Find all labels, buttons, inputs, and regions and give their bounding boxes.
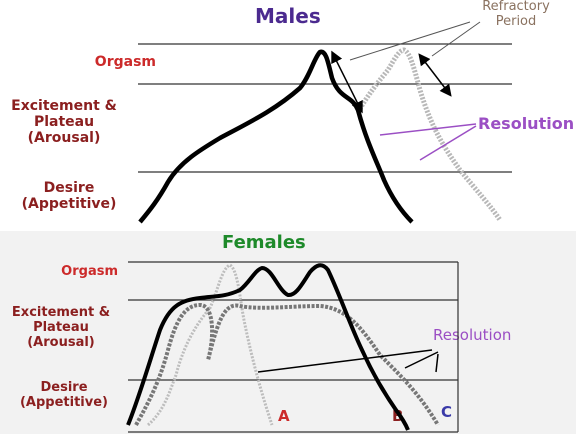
refractory-arrows — [331, 21, 481, 114]
males-desire-label: Desire (Appetitive) — [21, 180, 117, 213]
males-resolution-leaders — [379, 123, 477, 161]
males-orgasm-label: Orgasm — [94, 54, 156, 70]
females-orgasm-label: Orgasm — [61, 264, 118, 279]
curve-a-label: A — [278, 407, 290, 425]
refractory-period-label: Refractory Period — [482, 0, 550, 29]
female-curve-c — [134, 302, 440, 427]
males-excitement-plateau-label: Excitement & Plateau (Arousal) — [11, 98, 117, 147]
curve-b-label: B — [392, 407, 404, 425]
female-curve-b — [126, 263, 410, 431]
females-excitement-plateau-label: Excitement & Plateau (Arousal) — [11, 305, 111, 350]
males-resolution-label: Resolution — [478, 114, 575, 133]
females-desire-label: Desire (Appetitive) — [19, 380, 108, 410]
females-title: Females — [222, 232, 306, 253]
females-grid — [128, 261, 459, 433]
female-curve-a — [146, 263, 274, 427]
males-second-cycle-curve — [355, 47, 503, 222]
males-response-curve — [138, 49, 414, 224]
females-resolution-label: Resolution — [433, 326, 512, 344]
females-resolution-leaders — [257, 349, 439, 373]
females-panel-background — [0, 231, 576, 434]
curve-c-label: C — [441, 403, 453, 421]
males-title: Males — [255, 4, 321, 28]
